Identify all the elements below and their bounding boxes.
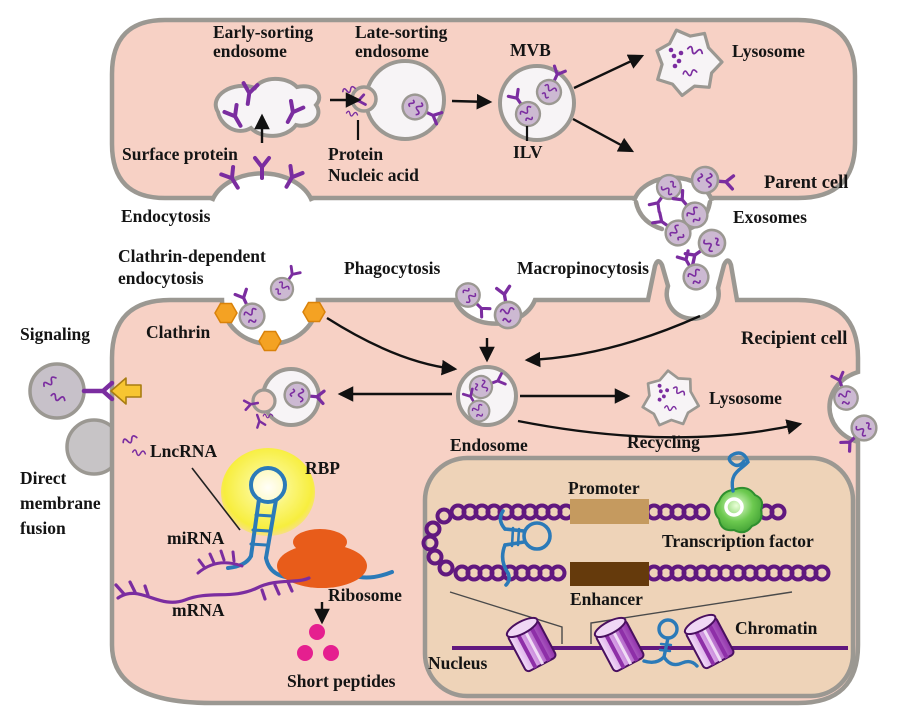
ribosome-shape bbox=[277, 529, 367, 588]
cup-endosome bbox=[242, 367, 327, 429]
label-nucleic-acid: Nucleic acid bbox=[328, 165, 419, 185]
label-rbp: RBP bbox=[305, 458, 340, 478]
early-sorting-endosome bbox=[213, 76, 322, 138]
label-clathrin-dependent-2: endocytosis bbox=[118, 268, 204, 288]
mrna-strand bbox=[114, 576, 311, 604]
label-endocytosis: Endocytosis bbox=[121, 206, 211, 226]
label-ribosome: Ribosome bbox=[328, 585, 402, 605]
nucleus bbox=[421, 451, 856, 699]
lncrna-pointer-line bbox=[191, 467, 241, 531]
label-ilv: ILV bbox=[513, 142, 543, 162]
label-clathrin-dependent: Clathrin-dependent bbox=[118, 246, 266, 266]
parent-cell bbox=[109, 17, 858, 233]
endocytosis-invagination bbox=[209, 156, 315, 216]
label-early-sorting-endosome-2: endosome bbox=[213, 41, 287, 61]
label-mrna: mRNA bbox=[172, 600, 225, 620]
label-lysosome-parent: Lysosome bbox=[732, 41, 805, 61]
transcription-factor-blob bbox=[714, 451, 764, 534]
label-chromatin: Chromatin bbox=[735, 618, 818, 638]
mirna-strand bbox=[196, 549, 244, 575]
label-clathrin: Clathrin bbox=[146, 322, 210, 342]
label-late-sorting-endosome: Late-sorting bbox=[355, 22, 448, 42]
label-enhancer: Enhancer bbox=[570, 589, 643, 609]
label-membrane: membrane bbox=[20, 493, 101, 513]
label-surface-protein: Surface protein bbox=[122, 144, 238, 164]
clathrin-icon bbox=[302, 301, 326, 323]
label-parent-cell: Parent cell bbox=[764, 173, 848, 193]
label-endosome: Endosome bbox=[450, 435, 528, 455]
nuclear-rna-hairpin bbox=[498, 509, 552, 587]
signaling-site bbox=[28, 362, 142, 420]
exosome-vesicle bbox=[265, 261, 307, 306]
parent-cell-arrows bbox=[254, 54, 645, 153]
signal-arrow-icon bbox=[110, 377, 142, 405]
label-macropinocytosis: Macropinocytosis bbox=[517, 258, 649, 278]
zoom-funnel-lines bbox=[449, 591, 793, 644]
label-lysosome-recipient: Lysosome bbox=[709, 388, 782, 408]
label-direct: Direct bbox=[20, 468, 66, 488]
lncrna-rbp-complex bbox=[114, 448, 394, 661]
label-fusion: fusion bbox=[20, 518, 66, 538]
chromatin-rna-hairpin bbox=[642, 618, 699, 668]
chromatin-fiber bbox=[452, 611, 848, 672]
label-protein: Protein bbox=[328, 144, 383, 164]
signaling-vesicle bbox=[28, 362, 86, 420]
label-short-peptides: Short peptides bbox=[287, 671, 396, 691]
label-early-sorting-endosome: Early-sorting bbox=[213, 22, 313, 42]
label-transcription-factor: Transcription factor bbox=[662, 531, 814, 551]
enhancer-box bbox=[570, 562, 649, 586]
label-nucleus: Nucleus bbox=[428, 653, 488, 673]
promoter-box bbox=[570, 499, 649, 524]
multivesicular-body bbox=[498, 62, 576, 142]
label-lncrna: LncRNA bbox=[150, 441, 217, 461]
label-recipient-cell: Recipient cell bbox=[741, 329, 847, 349]
signaling-receptor bbox=[81, 380, 115, 402]
short-peptides-dots bbox=[297, 624, 339, 661]
label-signaling: Signaling bbox=[20, 324, 90, 344]
label-recycling: Recycling bbox=[627, 432, 700, 452]
clathrin-icon bbox=[214, 302, 238, 324]
label-phagocytosis: Phagocytosis bbox=[344, 258, 440, 278]
label-mvb: MVB bbox=[510, 40, 551, 60]
recipient-cell bbox=[109, 246, 884, 706]
label-late-sorting-endosome-2: endosome bbox=[355, 41, 429, 61]
labels: Early-sorting endosome Late-sorting endo… bbox=[20, 22, 848, 691]
endosome-recipient bbox=[456, 365, 518, 427]
label-exosomes: Exosomes bbox=[733, 207, 807, 227]
recipient-cell-arrows bbox=[314, 314, 803, 625]
clathrin-icon bbox=[258, 330, 282, 352]
label-mirna: miRNA bbox=[167, 528, 225, 548]
label-promoter: Promoter bbox=[568, 478, 640, 498]
